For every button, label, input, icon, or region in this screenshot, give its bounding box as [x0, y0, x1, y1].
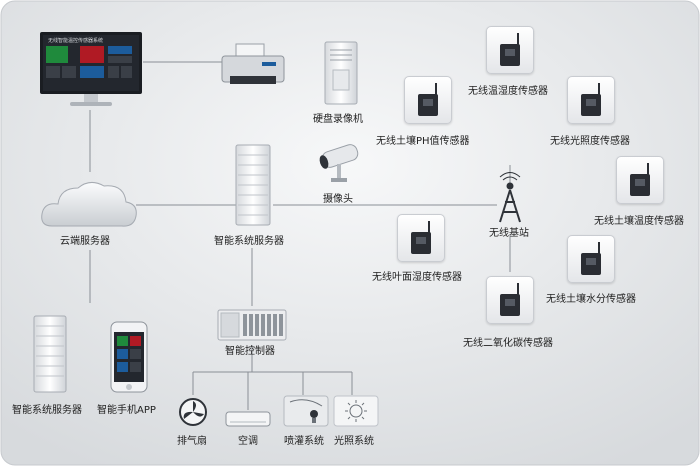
- controller-icon: [218, 310, 286, 340]
- center-server-icon: [236, 145, 270, 225]
- phone-icon: [111, 322, 147, 392]
- irrigation-label: 喷灌系统: [284, 432, 324, 447]
- lighting-icon: [334, 396, 378, 426]
- cloud-server-label: 云端服务器: [60, 232, 110, 247]
- sensor-label: 无线叶面湿度传感器: [372, 268, 462, 283]
- bottom-server-label: 智能系统服务器: [12, 401, 82, 416]
- soil-ph-sensor-icon: [404, 76, 452, 124]
- sensor-label: 无线土壤水分传感器: [546, 290, 636, 305]
- air-conditioner-label: 空调: [238, 432, 258, 447]
- monitor-screen-title: 无线智能温控传感器系统: [48, 37, 103, 44]
- air-conditioner-icon: [226, 412, 270, 426]
- sensor-label: 无线土壤温度传感器: [594, 212, 684, 227]
- exhaust-fan-label: 排气扇: [177, 432, 207, 447]
- temp-humidity-sensor-icon: [486, 26, 534, 74]
- sensor-label: 无线土壤PH值传感器: [376, 132, 470, 147]
- hard-disk-recorder-icon: [325, 42, 357, 104]
- irrigation-icon: [284, 396, 328, 426]
- center-server-label: 智能系统服务器: [214, 232, 284, 247]
- lighting-label: 光照系统: [334, 432, 374, 447]
- leaf-humidity-sensor-icon: [397, 214, 445, 262]
- mobile-app-label: 智能手机APP: [97, 401, 156, 416]
- sensor-label: 无线光照度传感器: [550, 132, 630, 147]
- hard-disk-recorder-label: 硬盘录像机: [313, 110, 363, 125]
- bottom-server-icon: [34, 316, 66, 392]
- soil-moisture-sensor-icon: [567, 235, 615, 283]
- camera-label: 摄像头: [323, 190, 353, 205]
- soil-temp-sensor-icon: [616, 156, 664, 204]
- sensor-label: 无线温湿度传感器: [468, 82, 548, 97]
- exhaust-fan-icon: [180, 399, 206, 425]
- co2-sensor-icon: [486, 276, 534, 324]
- light-sensor-icon: [567, 76, 615, 124]
- sensor-label: 无线二氧化碳传感器: [463, 334, 553, 349]
- controller-label: 智能控制器: [225, 342, 275, 357]
- base-station-label: 无线基站: [489, 224, 529, 239]
